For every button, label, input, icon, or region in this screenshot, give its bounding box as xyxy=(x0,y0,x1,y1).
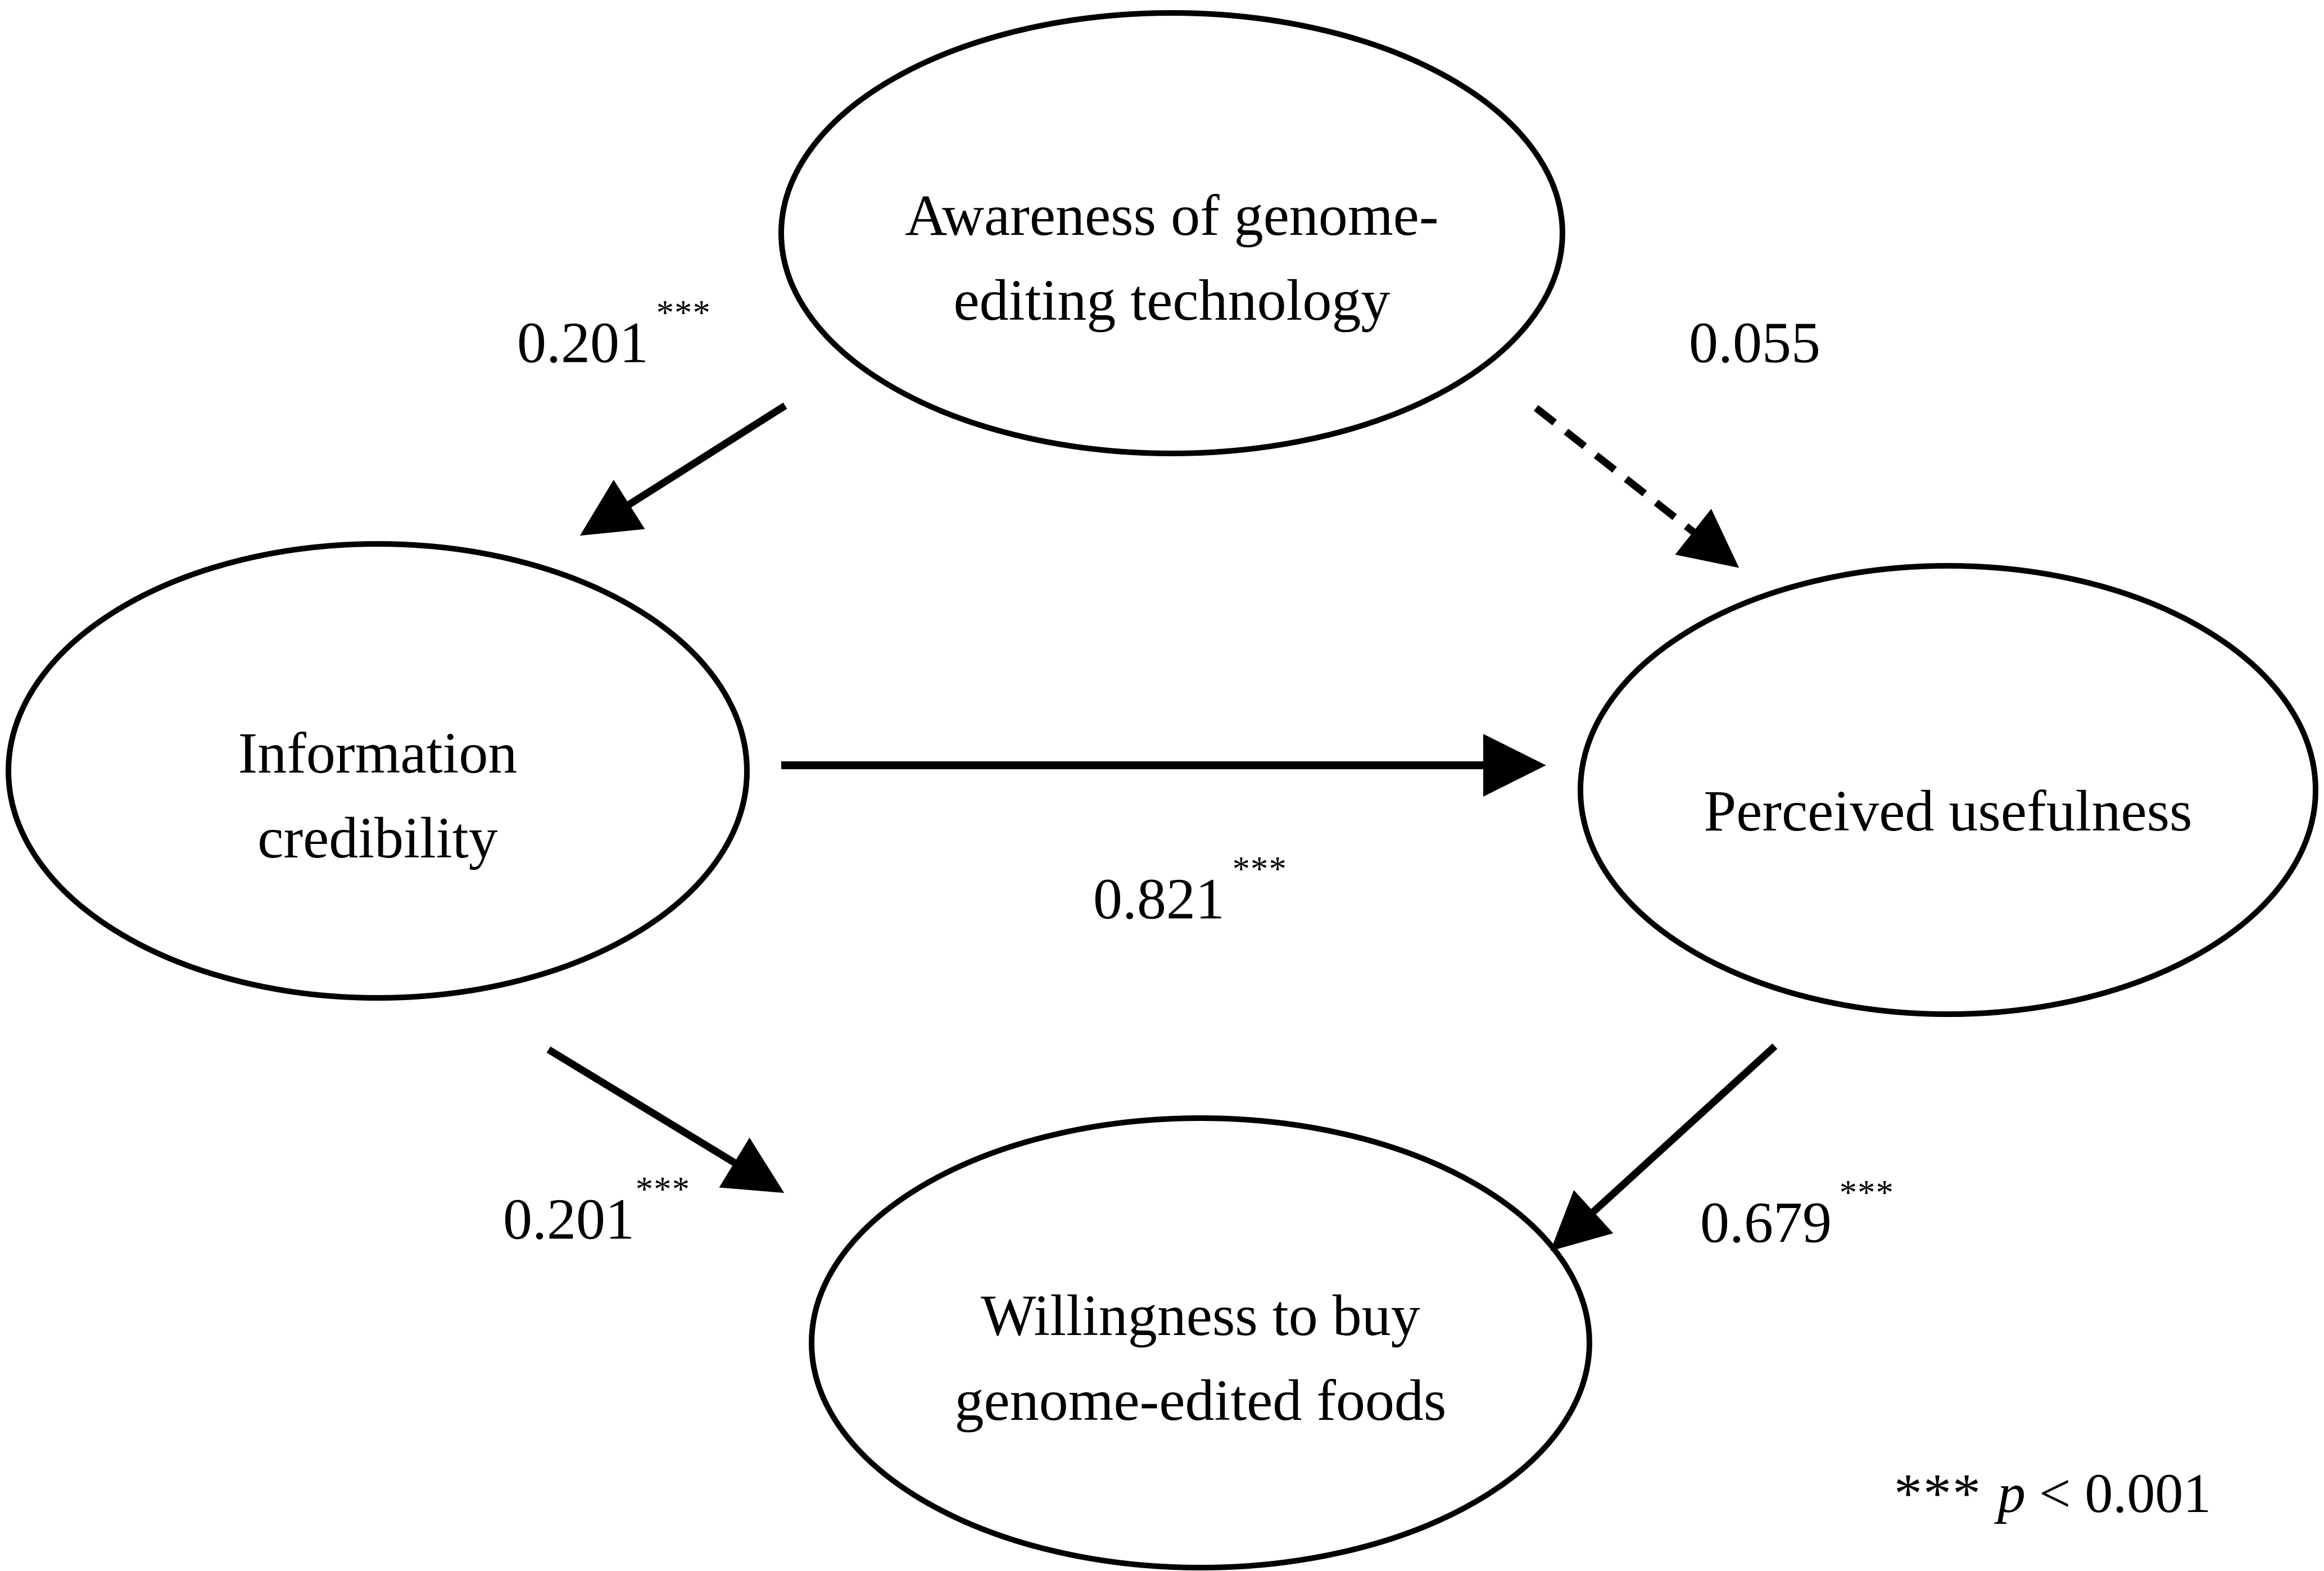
arrow-perceived-to-willingness xyxy=(1550,1043,1778,1251)
coefficient-value: 0.055 xyxy=(1689,310,1820,375)
ellipse-information-credibility-outline xyxy=(6,541,750,1001)
arrow-awareness-to-information xyxy=(579,402,787,536)
significance-footnote: ***p< 0.001 xyxy=(1894,1465,2211,1522)
path-coefficient-information-to-perceived: 0.821*** xyxy=(1093,851,1287,932)
coefficient-value: 0.821 xyxy=(1093,866,1225,932)
ellipse-willingness-outline xyxy=(809,1115,1592,1570)
coefficient-value: 0.679 xyxy=(1700,1190,1832,1255)
footnote-condition: < 0.001 xyxy=(2039,1462,2212,1524)
arrow-information-to-willingness xyxy=(546,1046,785,1193)
arrow-awareness-to-perceived-dashed xyxy=(1533,405,1739,568)
coefficient-value: 0.201 xyxy=(503,1187,635,1252)
ellipse-perceived-usefulness-outline xyxy=(1578,563,2318,1017)
ellipse-awareness-outline xyxy=(778,10,1565,456)
coefficient-value: 0.201 xyxy=(517,310,649,375)
footnote-stars: *** xyxy=(1894,1462,1982,1524)
path-coefficient-awareness-to-perceived: 0.055 xyxy=(1689,314,1828,373)
path-coefficient-awareness-to-information: 0.201*** xyxy=(517,295,711,375)
footnote-p-symbol: p xyxy=(1997,1462,2026,1524)
path-coefficient-perceived-to-willingness: 0.679*** xyxy=(1700,1175,1894,1255)
path-coefficient-information-to-willingness: 0.201*** xyxy=(503,1172,690,1252)
significance-stars: *** xyxy=(635,1169,691,1209)
significance-stars: *** xyxy=(1232,849,1288,888)
significance-stars: *** xyxy=(656,293,712,332)
significance-stars: *** xyxy=(1839,1173,1895,1212)
